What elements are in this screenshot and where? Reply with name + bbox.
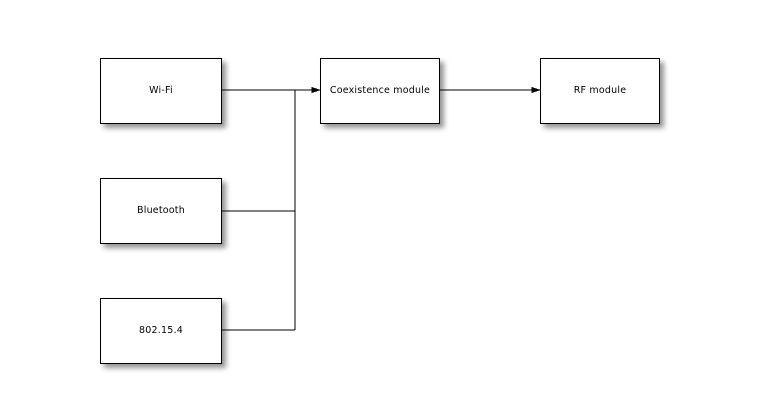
block-wifi-label: Wi-Fi: [149, 85, 173, 97]
block-802-15-4-label: 802.15.4: [139, 325, 183, 337]
block-bluetooth-label: Bluetooth: [137, 205, 185, 217]
block-rf-module[interactable]: RF module: [540, 58, 660, 124]
block-bluetooth[interactable]: Bluetooth: [100, 178, 222, 244]
block-rf-module-label: RF module: [573, 85, 627, 97]
block-coexistence-module-label: Coexistence module: [329, 85, 431, 97]
block-coexistence-module[interactable]: Coexistence module: [320, 58, 440, 124]
block-802-15-4[interactable]: 802.15.4: [100, 298, 222, 364]
block-wifi[interactable]: Wi-Fi: [100, 58, 222, 124]
